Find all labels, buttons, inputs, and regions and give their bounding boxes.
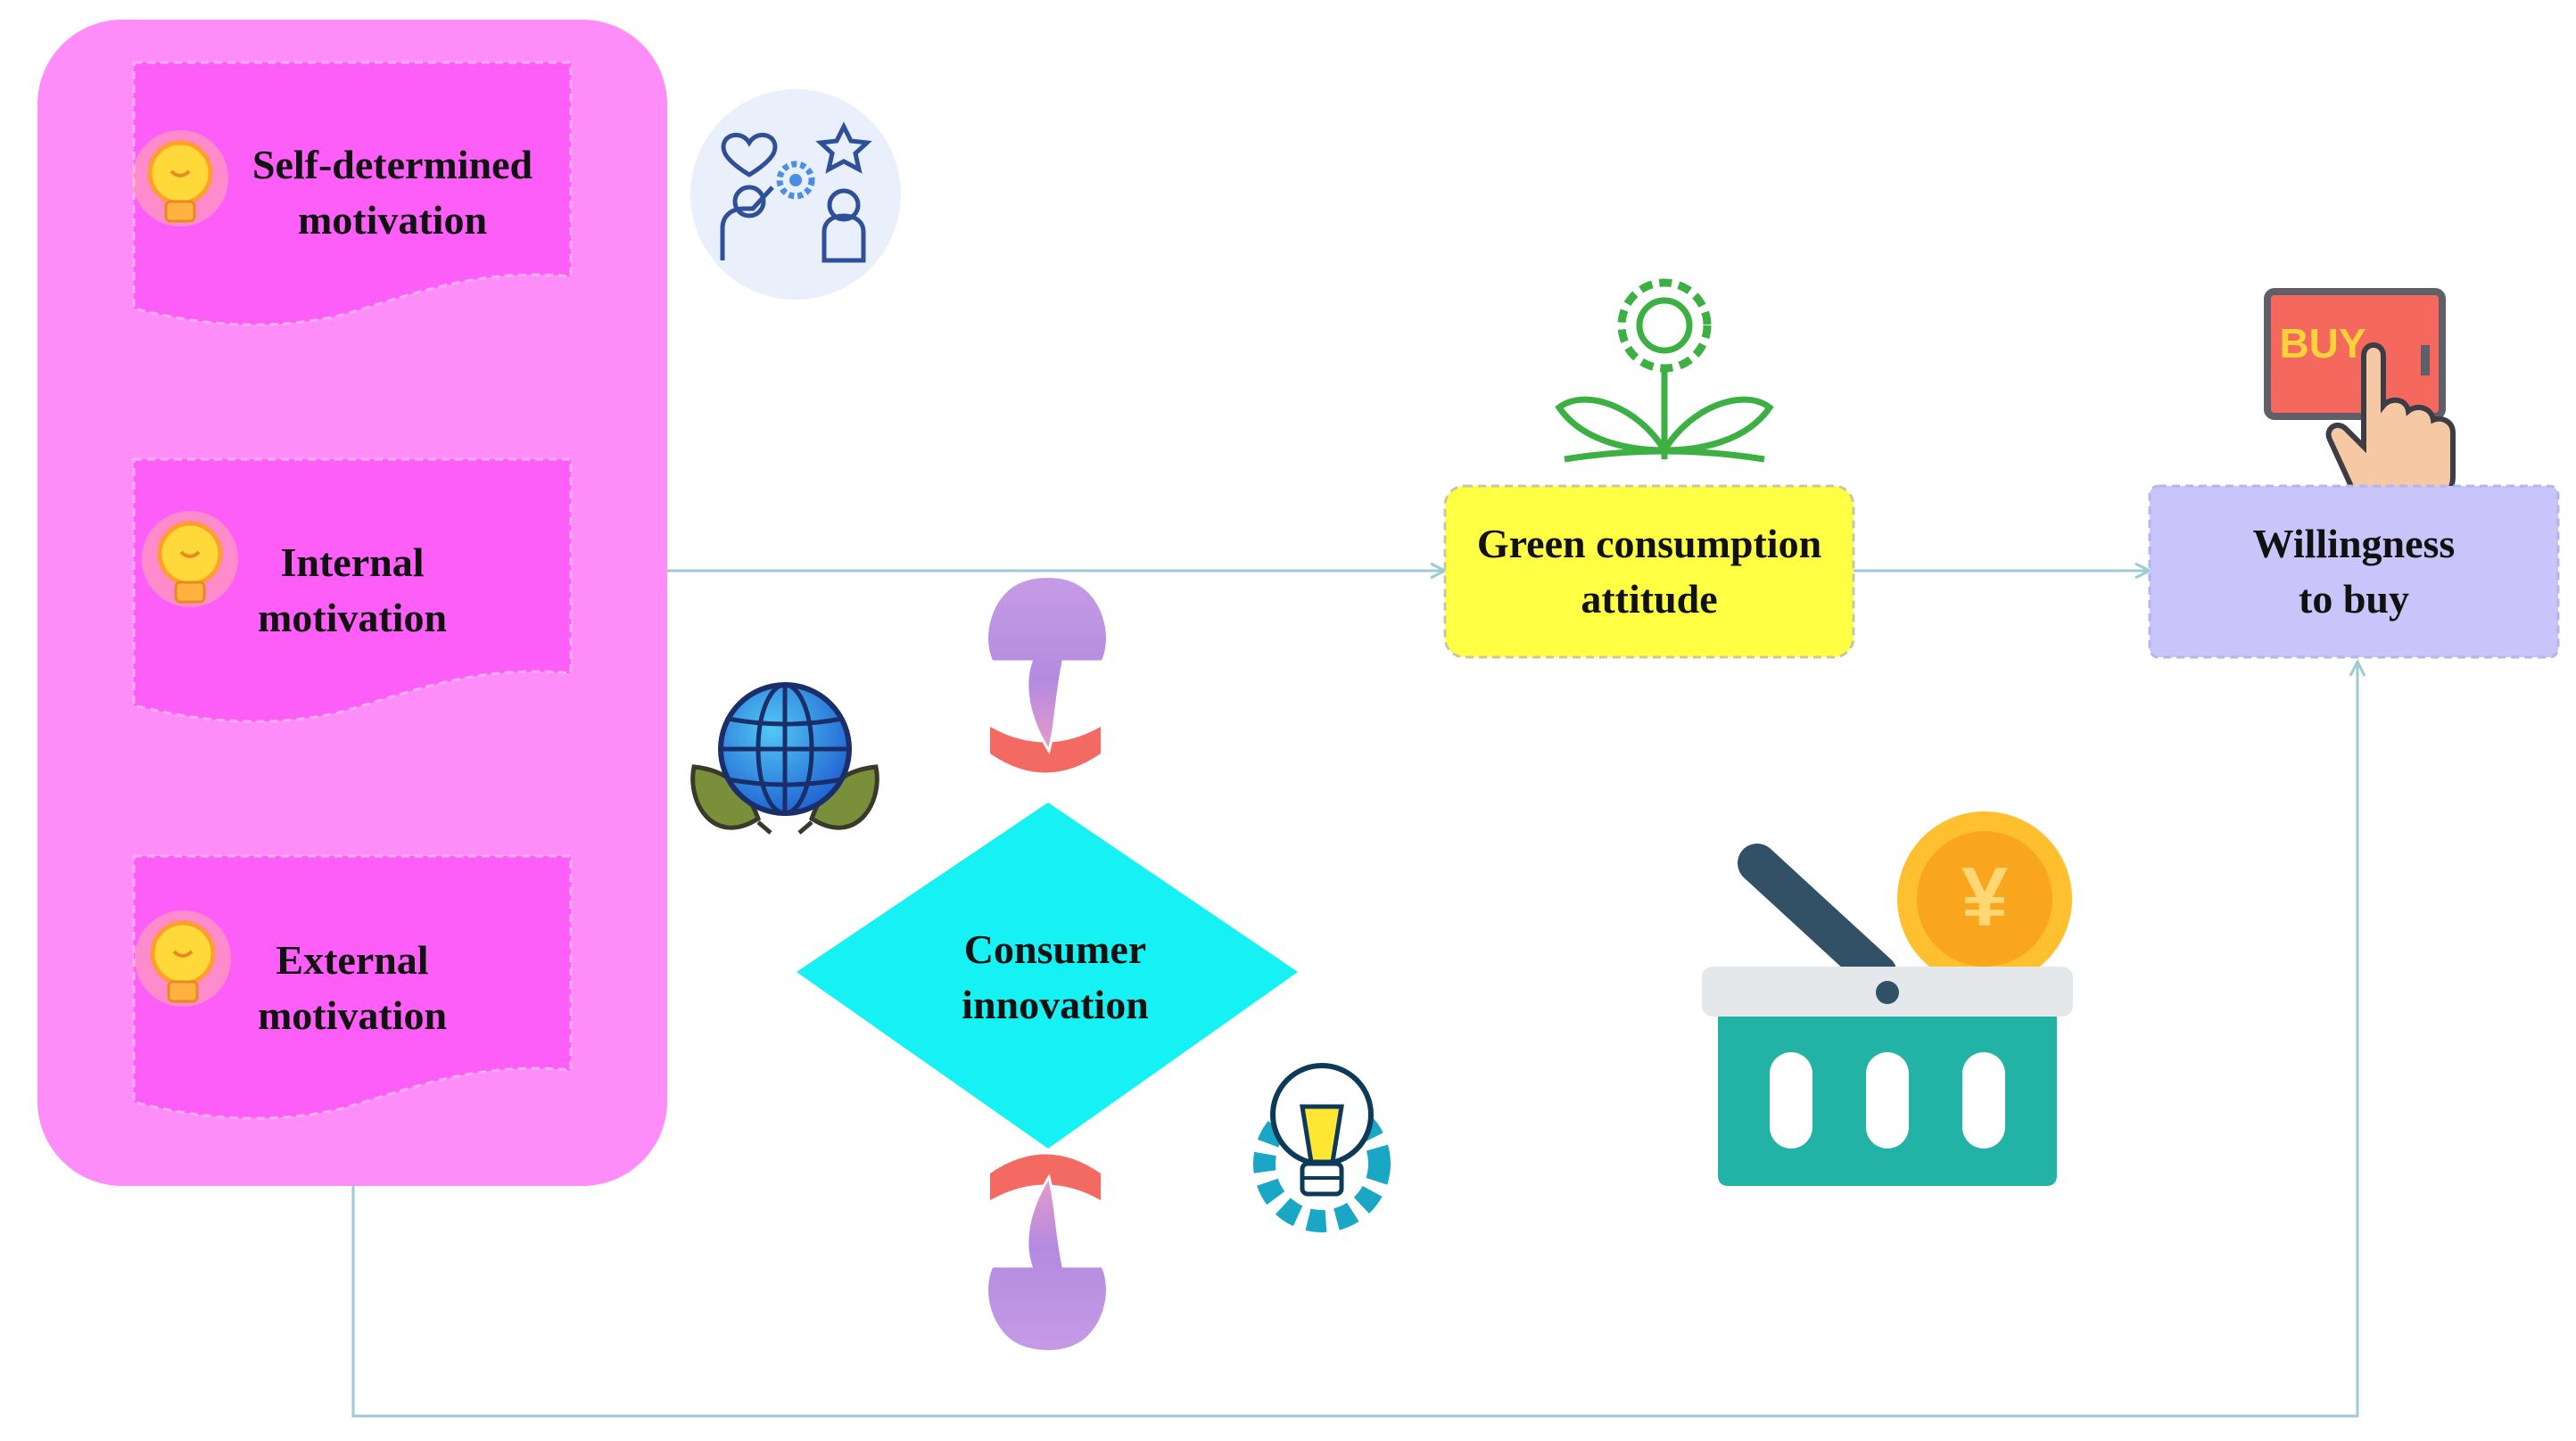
flower-gear-icon [1555, 278, 1774, 463]
buy-button-icon: BUY [2264, 288, 2456, 512]
motivation-label-internal: Internal motivation [257, 539, 448, 640]
intention-box [2148, 484, 2560, 659]
lightbulb-icon [135, 910, 231, 1007]
buy-button-text: BUY [2279, 320, 2365, 366]
intention-label: Willingness to buy [2252, 521, 2456, 622]
people-collaboration-icon [690, 89, 901, 300]
coin-symbol: ¥ [1961, 850, 2008, 943]
arrow-group-to-intention [351, 662, 2357, 1418]
yen-coin-icon: ¥ [1897, 811, 2072, 986]
attitude-box [1443, 484, 1855, 659]
lightbulb-icon [142, 511, 238, 607]
shopping-basket-icon [1702, 844, 2073, 1186]
lightbulb-gear-icon [1253, 1063, 1391, 1232]
motivation-label-external: External motivation [257, 937, 448, 1038]
globe-leaves-icon [690, 682, 879, 835]
moderation-arrow-up [986, 575, 1109, 773]
motivation-box-self-determined [132, 61, 573, 326]
motivation-box-internal [132, 457, 573, 723]
moderator-label: Consumer innovation [962, 926, 1149, 1027]
lightbulb-icon [132, 130, 228, 226]
moderator-diamond [797, 803, 1298, 1149]
attitude-label: Green consumption attitude [1476, 521, 1822, 622]
moderation-arrow-down [986, 1154, 1109, 1353]
motivation-box-external [132, 854, 573, 1120]
connectors [351, 571, 2357, 1418]
motivation-label-self-determined: Self-determined motivation [252, 142, 533, 243]
